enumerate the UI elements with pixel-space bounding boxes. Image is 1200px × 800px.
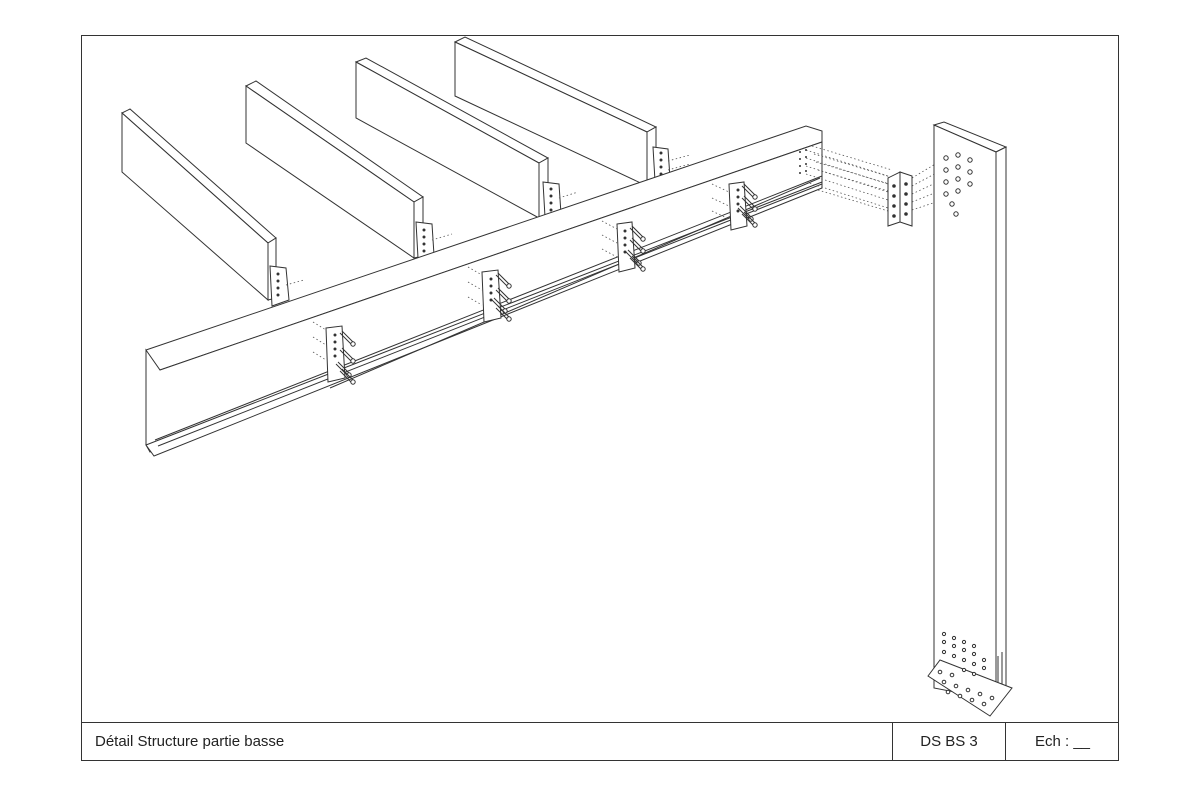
drawing-title: Détail Structure partie basse [95,733,285,750]
beam-bracket-4 [728,181,758,231]
drawing-scale: Ech : __ [1005,723,1119,761]
title-block: Détail Structure partie basse DS BS 3 Ec… [81,722,1119,761]
beam-bracket-3 [616,221,646,273]
angle-connector [887,171,913,227]
post-base-plate [927,659,1013,717]
beam-bracket-2 [481,269,512,323]
post-top-fasteners [943,152,973,217]
drawing-code: DS BS 3 [892,723,1005,761]
vertical-post [932,121,1008,702]
beam-bracket-1 [325,325,356,385]
post-base-holes [941,631,987,677]
joist-4 [453,36,658,187]
joist-2 [245,80,424,259]
joist-hanger-1 [269,265,290,307]
drawing-frame [81,35,1119,761]
